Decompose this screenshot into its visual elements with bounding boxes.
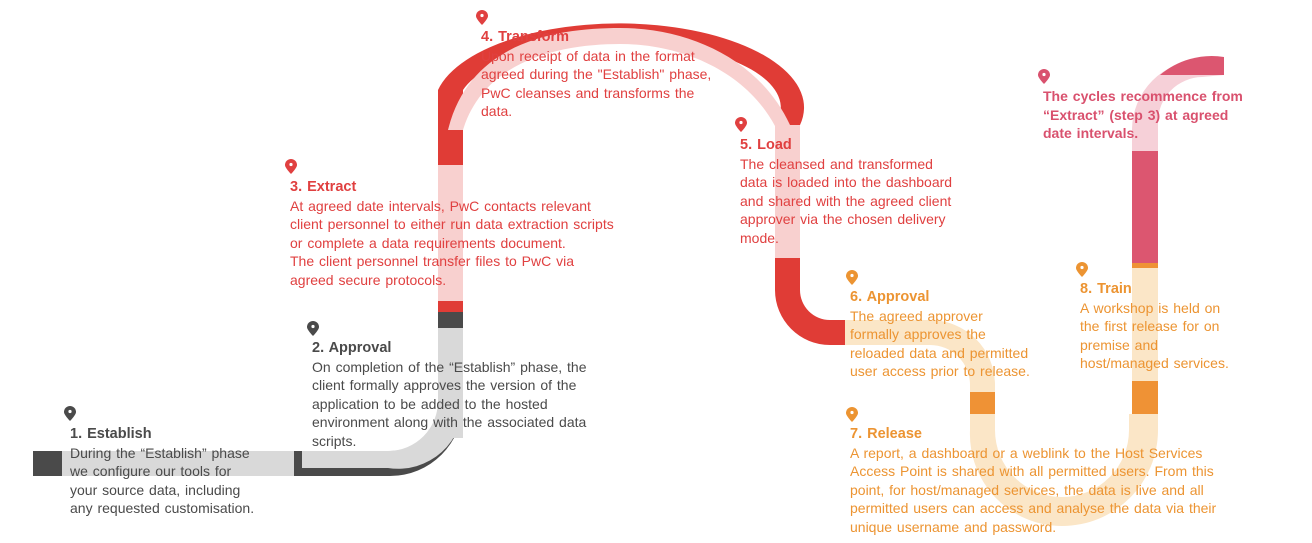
step-description: Upon receipt of data in the format agree… bbox=[481, 47, 712, 120]
track-segment-extract-cap bbox=[438, 301, 463, 312]
track-segment-approval-cap bbox=[438, 312, 463, 328]
step-release: 7. Release A report, a dashboard or a we… bbox=[850, 425, 1216, 536]
step-title: 4. Transform bbox=[481, 29, 570, 45]
step-description: The cleansed and transformed data is loa… bbox=[740, 155, 953, 246]
step-description: During the “Establish” phase we configur… bbox=[70, 444, 255, 517]
track-segment-train bbox=[1132, 268, 1158, 381]
map-pin-icon bbox=[285, 159, 297, 174]
step-title: 7. Release bbox=[850, 426, 922, 442]
step-description: The agreed approver formally approves th… bbox=[850, 307, 1030, 380]
track-segment-load-dark bbox=[775, 258, 845, 345]
map-pin-icon bbox=[476, 10, 488, 25]
track-segment-load bbox=[775, 125, 800, 258]
track-segment-cycle-dark bbox=[1160, 56, 1224, 75]
map-pin-icon bbox=[735, 117, 747, 132]
map-pin-icon bbox=[64, 406, 76, 421]
track-segment-train-cap bbox=[1132, 263, 1158, 268]
step-description: A workshop is held on the first release … bbox=[1080, 299, 1229, 372]
step-title: 2. Approval bbox=[312, 340, 392, 356]
step-approval-release: 6. Approval The agreed approver formally… bbox=[850, 288, 1030, 381]
map-pin-icon bbox=[307, 321, 319, 336]
track-segment-cycle bbox=[1132, 151, 1158, 263]
step-description: On completion of the “Establish” phase, … bbox=[312, 358, 587, 449]
step-load: 5. Load The cleansed and transformed dat… bbox=[740, 136, 952, 247]
cycle-note: The cycles recommence from “Extract” (st… bbox=[1043, 87, 1243, 143]
step-extract: 3. Extract At agreed date intervals, PwC… bbox=[290, 178, 614, 289]
track-segment-cycle-light bbox=[1132, 57, 1224, 151]
map-pin-icon bbox=[1076, 262, 1088, 277]
step-description: At agreed date intervals, PwC contacts r… bbox=[290, 197, 614, 288]
track-segment-approval2 bbox=[845, 320, 995, 392]
track-segment-train-dark bbox=[1132, 381, 1158, 414]
step-title: 5. Load bbox=[740, 137, 792, 153]
step-establish: 1. Establish During the “Establish” phas… bbox=[70, 425, 254, 518]
step-description: A report, a dashboard or a weblink to th… bbox=[850, 444, 1217, 535]
step-title: 8. Train bbox=[1080, 281, 1132, 297]
map-pin-icon bbox=[1038, 69, 1050, 84]
track-segment-establish bbox=[62, 451, 294, 476]
track-segment-approval-corner bbox=[302, 400, 464, 469]
map-pin-icon bbox=[846, 270, 858, 285]
track-segment-approval2-dark bbox=[970, 392, 995, 414]
track-segment-establish-cap bbox=[33, 451, 62, 476]
step-title: 6. Approval bbox=[850, 289, 930, 305]
step-approval: 2. Approval On completion of the “Establ… bbox=[312, 339, 586, 450]
track-segment-extract bbox=[438, 165, 463, 301]
track-segment-release bbox=[969, 414, 1158, 527]
step-transform: 4. Transform Upon receipt of data in the… bbox=[481, 28, 711, 121]
step-title: 3. Extract bbox=[290, 179, 357, 195]
map-pin-icon bbox=[846, 407, 858, 422]
track-segment-transform-band bbox=[448, 28, 790, 130]
step-train: 8. Train A workshop is held on the first… bbox=[1080, 280, 1229, 373]
cycle-note-text: The cycles recommence from “Extract” (st… bbox=[1043, 88, 1243, 141]
step-title: 1. Establish bbox=[70, 426, 152, 442]
